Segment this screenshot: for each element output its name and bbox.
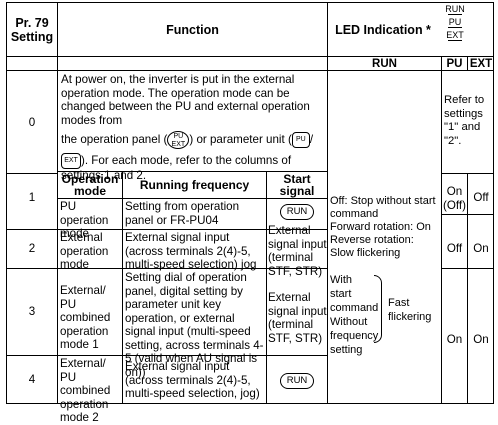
row1-pu-led: On (Off)	[443, 185, 466, 212]
legend-underline	[448, 14, 462, 15]
row2-run-freq: External signal input (across terminals …	[125, 231, 257, 271]
row0-text-2a: the operation panel (	[61, 133, 168, 147]
parameter-table: Pr. 79 Setting Function LED Indication *…	[6, 2, 494, 424]
table-frame	[6, 2, 494, 404]
rule	[6, 268, 327, 269]
subheader-op-mode: Operation mode	[61, 171, 119, 198]
header-function: Function	[166, 22, 219, 37]
legend-underline	[448, 40, 462, 41]
rule	[6, 173, 57, 174]
pu-ext-key-bottom: EXT	[171, 140, 186, 148]
header-setting: Pr. 79 Setting	[10, 15, 54, 44]
row3-ext-led: On	[473, 333, 489, 346]
rule	[57, 171, 327, 172]
row2-ext-led: On	[473, 242, 489, 255]
run-led-off: Off: Stop without start command	[330, 195, 440, 221]
setting-3: 3	[28, 305, 36, 318]
run-key-icon: RUN	[279, 373, 315, 389]
row4-start-sig: RUN	[267, 373, 327, 389]
legend-ext: EXT	[446, 30, 464, 40]
run-key-icon: RUN	[279, 204, 315, 220]
legend-run: RUN	[445, 4, 465, 14]
row0-text-2c: /	[309, 133, 314, 147]
row1-ext-led: Off	[473, 191, 489, 204]
row1-op-mode: PU operation mode	[60, 200, 109, 240]
run-led-off-text: Off: Stop without start command	[330, 195, 436, 220]
row0-text-3: ). For each mode, refer to the columns o…	[61, 154, 292, 182]
rule	[467, 173, 468, 404]
row3-pu-led: On	[446, 333, 463, 346]
rule	[6, 56, 494, 57]
legend-underline	[448, 27, 462, 28]
subheader-ext: EXT	[469, 57, 493, 70]
run-led-reverse: Reverse rotation: Slow flickering	[330, 234, 414, 259]
run-led-with-start: With start command Without frequency set…	[330, 274, 379, 356]
run-led-fast: Fast flickering	[388, 297, 432, 323]
row0-line3: EXT). For each mode, refer to the column…	[61, 153, 325, 183]
rule	[6, 355, 327, 356]
subheader-pu: PU	[446, 57, 463, 70]
row4-op-mode: External/ PU combined operation mode 2	[60, 357, 111, 424]
row4-run-freq: External signal input (across terminals …	[125, 360, 260, 400]
subheader-run-freq: Running frequency	[139, 178, 250, 192]
brace-icon	[374, 275, 382, 343]
rule	[6, 229, 327, 230]
row0-text-2b: ) or parameter unit (	[189, 133, 292, 147]
row2-pu-led: Off	[446, 242, 463, 255]
rule	[327, 2, 328, 404]
row0-led-note: Refer to settings "1" and "2".	[444, 94, 485, 147]
row2-start-sig: External signal input (terminal STF, STR…	[268, 224, 327, 278]
row2-op-mode: External operation mode	[60, 231, 109, 271]
row0-description: At power on, the inverter is put in the …	[61, 73, 325, 183]
pu-ext-key-top: PU	[173, 133, 184, 140]
led-legend: RUN PU EXT	[442, 4, 468, 41]
row0-text-1: At power on, the inverter is put in the …	[61, 73, 310, 127]
row1-start-sig: RUN	[267, 204, 327, 220]
subheader-start-sig: Start signal	[279, 171, 315, 198]
subheader-run: RUN	[372, 57, 397, 70]
rule	[57, 198, 327, 199]
setting-2: 2	[28, 242, 36, 255]
setting-1: 1	[28, 191, 36, 204]
header-led: LED Indication *	[335, 22, 431, 37]
setting-0: 0	[28, 116, 36, 129]
row3-start-sig: External signal input (terminal STF, STR…	[268, 291, 327, 345]
ext-key-icon: EXT	[61, 153, 81, 169]
setting-4: 4	[28, 373, 36, 386]
rule	[57, 2, 58, 404]
rule	[266, 171, 267, 404]
rule	[122, 171, 123, 404]
row1-run-freq: Setting from operation panel or FR-PU04	[125, 200, 240, 227]
legend-pu: PU	[448, 17, 462, 27]
row3-op-mode: External/ PU combined operation mode 1	[60, 284, 111, 351]
rule	[467, 56, 468, 70]
run-led-forward: Forward rotation: On	[330, 221, 431, 233]
rule	[441, 56, 442, 404]
pu-key-icon: PU	[291, 132, 310, 148]
rule	[6, 70, 494, 71]
row3-run-freq: Setting dial of operation panel, digital…	[125, 271, 264, 379]
